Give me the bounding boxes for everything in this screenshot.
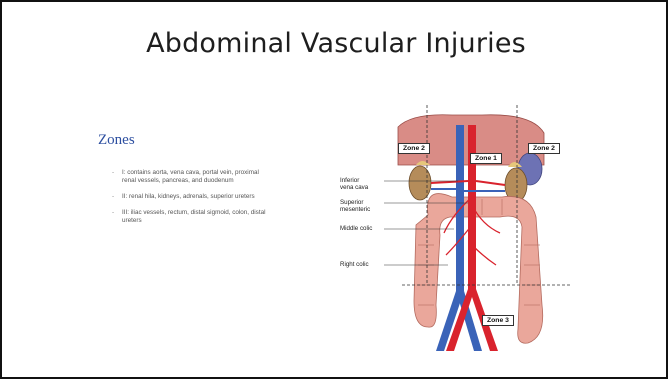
zone-2-right-label: Zone 2 (528, 143, 560, 154)
bullet-text: III: iliac vessels, rectum, distal sigmo… (122, 209, 265, 224)
slide-title: Abdominal Vascular Injuries (2, 28, 668, 59)
callout-superior-mesenteric: Superior mesenteric (340, 199, 370, 213)
bullet-zone-2: - II: renal hila, kidneys, adrenals, supe… (112, 193, 267, 201)
zone-3-label: Zone 3 (482, 315, 514, 326)
zones-heading: Zones (98, 132, 278, 149)
bullet-marker: - (112, 169, 114, 177)
zones-panel: Zones -I: contains aorta, vena cava, por… (98, 132, 278, 233)
callout-middle-colic: Middle colic (340, 225, 372, 232)
abdominal-zones-illustration: Zone 2 Zone 1 Zone 2 Zone 3 Inferior ven… (332, 105, 582, 367)
bullet-marker: - (112, 193, 114, 201)
right-kidney (409, 166, 431, 200)
zone-2-left-label: Zone 2 (398, 143, 430, 154)
bullet-zone-3: -III: iliac vessels, rectum, distal sigm… (112, 209, 267, 225)
zone-1-label: Zone 1 (470, 153, 502, 164)
bullet-text: II: renal hila, kidneys, adrenals, super… (122, 193, 255, 200)
bullet-text: I: contains aorta, vena cava, portal vei… (122, 169, 259, 184)
zones-bullet-list: -I: contains aorta, vena cava, portal ve… (98, 169, 278, 225)
bullet-marker: - (112, 209, 114, 217)
callout-right-colic: Right colic (340, 261, 369, 268)
bullet-zone-1: -I: contains aorta, vena cava, portal ve… (112, 169, 267, 185)
callout-inferior-vena-cava: Inferior vena cava (340, 177, 368, 191)
